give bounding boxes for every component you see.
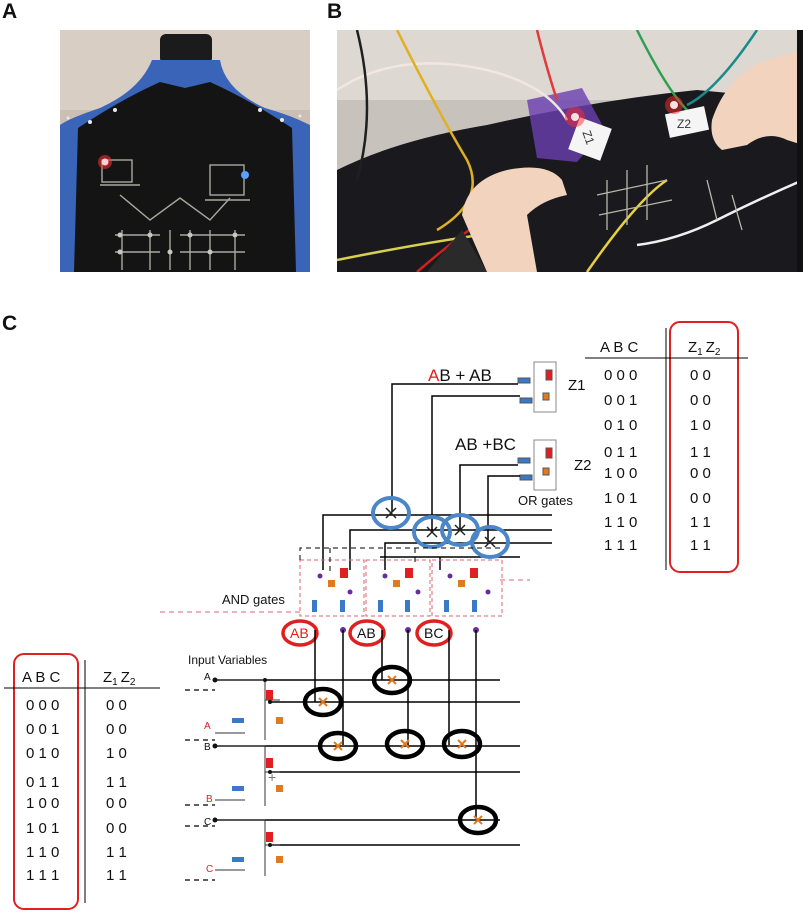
svg-text:1 1: 1 1	[690, 514, 711, 531]
svg-text:0 0: 0 0	[690, 465, 711, 482]
and-term-bc	[415, 619, 453, 647]
table-row: 1 0 1	[26, 820, 59, 837]
mannequin-neck	[160, 34, 212, 64]
black-garment	[74, 82, 296, 272]
table-row: 1 0 0	[26, 795, 59, 812]
svg-text:0 0: 0 0	[690, 490, 711, 507]
svg-text:Z1: Z1	[579, 128, 597, 146]
table-row: 0 0 0	[26, 697, 59, 714]
svg-text:AB: AB	[357, 625, 376, 641]
svg-text:1 0: 1 0	[690, 417, 711, 434]
panel-c-label: C	[2, 312, 18, 335]
z1-output-label: Z1	[568, 377, 586, 394]
inputs-header: A B C	[600, 339, 639, 356]
right-hand	[711, 50, 803, 150]
svg-text:0 0: 0 0	[106, 697, 127, 714]
svg-text:0 0: 0 0	[106, 795, 127, 812]
svg-text:Z2: Z2	[677, 117, 691, 131]
input-a-label: A	[204, 672, 211, 683]
svg-text:0 0: 0 0	[106, 820, 127, 837]
input-b-not-label: B	[206, 794, 213, 805]
table-row: 0 0 1	[26, 721, 59, 738]
svg-text:1 1: 1 1	[106, 774, 127, 791]
table-row: 0 1 1	[26, 774, 59, 791]
and-input-junctions	[302, 664, 499, 836]
table-row: 1 0 1	[604, 490, 637, 507]
svg-text:0 0: 0 0	[690, 392, 711, 409]
z2-output-label: Z2	[574, 457, 592, 474]
svg-text:+: +	[268, 769, 276, 785]
and-term-ab	[348, 619, 386, 647]
and-gates-label: AND gates	[222, 592, 285, 607]
and-gates	[160, 547, 530, 617]
z-columns-highlight	[669, 321, 739, 573]
input-variables-label: Input Variables	[188, 653, 267, 667]
svg-text:1 1: 1 1	[690, 444, 711, 461]
input-a-not-label: A	[204, 721, 211, 732]
table-row: 1 1 1	[26, 867, 59, 884]
table-row: 0 1 0	[26, 745, 59, 762]
svg-text:1 1: 1 1	[690, 537, 711, 554]
left-hand	[462, 167, 567, 272]
input-c-not-label: C	[206, 864, 213, 875]
mannequin-photo	[60, 30, 310, 272]
table-row: 0 1 1	[604, 444, 637, 461]
or-gate-z2	[517, 439, 557, 491]
or-gates-label: OR gates	[518, 493, 573, 508]
panel-a-label: A	[2, 0, 18, 23]
table-row: 1 1 0	[604, 514, 637, 531]
table-row: 0 0 1	[604, 392, 637, 409]
table-row: 0 0 0	[604, 367, 637, 384]
svg-text:A B C: A B C	[22, 669, 61, 686]
svg-text:AB: AB	[290, 625, 309, 641]
table-row: 1 0 0	[604, 465, 637, 482]
table-row: 0 1 0	[604, 417, 637, 434]
or-junctions	[371, 496, 510, 559]
svg-text:1 1: 1 1	[106, 867, 127, 884]
panel-b-label: B	[327, 0, 343, 23]
and-gate-components	[312, 568, 491, 633]
table-row: 1 1 0	[26, 844, 59, 861]
input-c-label: C	[204, 817, 211, 828]
svg-text:0 0: 0 0	[106, 721, 127, 738]
blue-led	[241, 171, 249, 179]
inputs-column-highlight	[13, 653, 79, 910]
or-gate-z1	[517, 361, 557, 413]
input-b-label: B	[204, 742, 211, 753]
svg-text:0 0: 0 0	[690, 367, 711, 384]
and-term-ab-not	[281, 619, 319, 647]
hands-circuit-photo: Z1 Z2	[337, 30, 803, 272]
table-row: 1 1 1	[604, 537, 637, 554]
z2-equation: AB +BC	[455, 435, 516, 454]
svg-text:BC: BC	[424, 625, 443, 641]
not-gates: +	[212, 677, 283, 876]
z1-equation: AB + AB	[428, 366, 492, 385]
svg-text:1 0: 1 0	[106, 745, 127, 762]
svg-text:1 1: 1 1	[106, 844, 127, 861]
